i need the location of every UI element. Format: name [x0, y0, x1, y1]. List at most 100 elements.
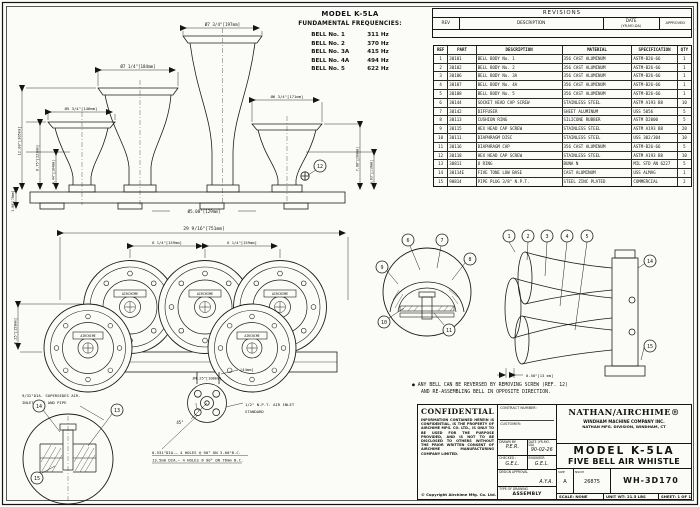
svg-text:15: 15 — [34, 476, 40, 482]
frequency-subtitle: FUNDAMENTAL FREQUENCIES: — [298, 21, 402, 27]
scale-cell: SCALE: NONE — [557, 494, 604, 499]
frequency-block: MODEL K-5LA FUNDAMENTAL FREQUENCIES: BEL… — [286, 10, 414, 74]
title-block: CONFIDENTIAL INFORMATION CONTAINED HEREI… — [417, 404, 692, 500]
dim-rh1: 7.88"[200mm] — [356, 147, 360, 172]
model-box: MODEL K-5LA FIVE BELL AIR WHISTLE — [557, 444, 691, 470]
revisions-title: REVISIONS — [433, 9, 691, 18]
copyright-line: © Copyright Airchime Mfg. Co. Ltd. — [421, 492, 497, 497]
assembled-balloons: 1 2 3 4 5 14 15 — [502, 229, 657, 353]
note-inlet-1: 1/2" N.P.T. AIR INLET — [245, 402, 295, 407]
note-holes-1: 0.531"DIA.— 4 HOLES @ 90° ON 3.00"B.C. — [152, 450, 241, 455]
date-cell: DATE (YR-MO-DA) 90-02-26 — [528, 439, 553, 454]
note-holes-2: 13.5mm DIA.— 4 HOLES @ 90° ON 76mm B.C. — [152, 458, 243, 463]
nameplate: AIRCHIME — [244, 334, 259, 338]
dim-sp1: 6 1/4"[159mm] — [152, 240, 182, 245]
dim-angle: 45° — [176, 420, 183, 425]
note-supersede-1: 9/32"DIA. SUPERSEDES AIR- — [22, 393, 81, 398]
revisions-empty-row — [433, 30, 691, 37]
balloon-12: 12 — [313, 159, 327, 173]
dim-bell4: Ø6 3/4"[171mm] — [271, 94, 304, 99]
detail-balloons: 6 7 8 9 10 11 — [375, 233, 477, 337]
company-line2: NATHAN MFG. DIVISION, WINDHAM, CT — [582, 423, 666, 429]
revisions-col-rev: REV — [433, 18, 460, 29]
note-supersede-2: INLET BASE AND PIPE — [22, 400, 67, 405]
front-view-texts: 29 9/16"[751mm] 6 1/4"[159mm] 6 1/4"[159… — [14, 226, 295, 463]
side-view — [29, 28, 346, 210]
svg-text:14: 14 — [647, 259, 653, 265]
model-title: MODEL K-5LA — [321, 10, 379, 18]
dim-neck: [44mm] — [240, 367, 254, 372]
scale-row: SCALE: NONE UNIT WT: 21.5 LBS SHEET: 1 O… — [557, 494, 691, 499]
inlet-flange — [187, 372, 227, 423]
dim-bell0: Ø5 3/4"[146mm] — [65, 106, 98, 111]
dim-bell1: Ø7 1/4"[184mm] — [120, 64, 155, 69]
customer-label: CUSTOMER: — [500, 420, 554, 426]
company-logo: NATHAN/AIRCHIME® — [568, 407, 680, 417]
detail-diaphragm-section — [382, 245, 472, 337]
company-box: NATHAN/AIRCHIME® WINDHAM MACHINE COMPANY… — [557, 405, 691, 444]
revisions-col-date: DATE(YR-MO-DA) — [604, 18, 660, 29]
dim-base-dia: Ø5.08"[129mm] — [188, 209, 221, 214]
drawing-number-cell: WH-3D170 — [623, 476, 679, 486]
note-inlet-2: STANDARD — [245, 409, 264, 414]
nscm-cell: NSCM 26875 — [574, 469, 611, 493]
revisions-col-approved: APPROVED — [665, 21, 686, 26]
reversal-note: ● ANY BELL CAN BE REVERSED BY REMOVING S… — [412, 382, 568, 395]
revisions-table: REVISIONS REV DESCRIPTION DATE(YR-MO-DA)… — [432, 8, 692, 38]
revisions-header: REV DESCRIPTION DATE(YR-MO-DA) APPROVED — [433, 18, 691, 30]
dim-h1: 12.00"[305mm] — [18, 127, 22, 156]
svg-text:7: 7 — [440, 238, 443, 244]
checked-cell: CHECKED : G.E.L. — [498, 456, 528, 469]
dim-gap: 0.50"[13 mm] — [526, 373, 553, 378]
size-cell: SIZE A — [557, 469, 574, 493]
drawing-type-cell: TYPE OF DRAWING ASSEMBLY — [499, 486, 542, 497]
svg-text:5: 5 — [585, 234, 588, 240]
svg-text:10: 10 — [381, 320, 387, 326]
front-view-dims — [15, 230, 349, 450]
dim-bell2: Ø7 3/4"[197mm] — [205, 22, 240, 27]
revisions-col-description: DESCRIPTION — [460, 18, 604, 29]
svg-text:4: 4 — [565, 234, 568, 240]
sheet-cell: SHEET: 1 OF 1 — [661, 494, 691, 499]
dim-flange: Ø4.25"[108mm] — [193, 376, 222, 381]
title-block-right: NATHAN/AIRCHIME® WINDHAM MACHINE COMPANY… — [557, 405, 691, 499]
design-approval-cell: DESIGN APPROVAL A.Y.A. — [499, 469, 553, 485]
note-underlines — [152, 455, 248, 464]
contract-label: CONTRACT NUMBER: — [500, 406, 537, 410]
engineer-cell: ENGINEER G.E.L. — [528, 456, 549, 467]
svg-text:15: 15 — [647, 344, 653, 350]
weight-cell: UNIT WT: 21.5 LBS — [604, 494, 659, 499]
front-bells: AIRCHIME AIRCHIME AIRCHIME AIRCHIME AIRC… — [43, 260, 327, 393]
svg-text:3: 3 — [545, 234, 548, 240]
company-line1: WINDHAM MACHINE COMPANY INC. — [583, 418, 665, 424]
svg-text:1: 1 — [507, 234, 510, 240]
svg-text:11: 11 — [446, 328, 452, 334]
svg-text:6: 6 — [406, 238, 409, 244]
dim-sp2: 6 1/4"[159mm] — [227, 240, 257, 245]
confidential-title: CONFIDENTIAL — [421, 407, 495, 416]
drawn-by-cell: DRAWN BY: P.E.R. — [498, 439, 528, 456]
assembled-side-view — [504, 241, 646, 377]
svg-text:14: 14 — [36, 404, 42, 410]
dim-overall: 29 9/16"[751mm] — [183, 226, 225, 232]
svg-text:AND RE-ASSEMBLING BELL IN OPPO: AND RE-ASSEMBLING BELL IN OPPOSITE DIREC… — [421, 389, 551, 395]
title-block-middle: CONTRACT NUMBER: CUSTOMER: DRAWN BY: P.E… — [498, 405, 557, 499]
